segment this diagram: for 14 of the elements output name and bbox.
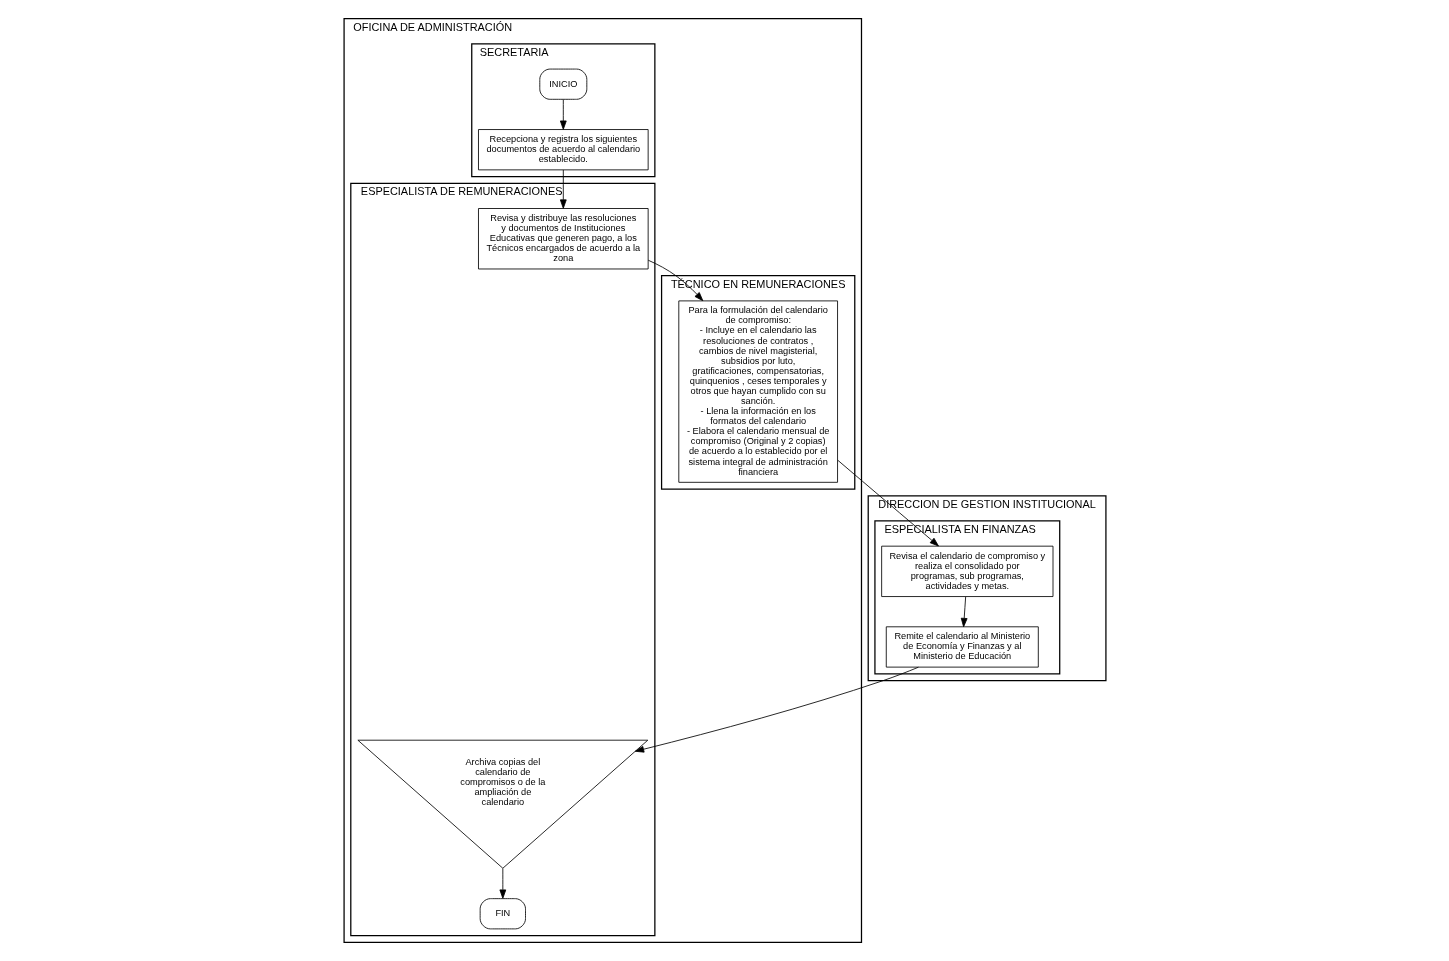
arrow: [634, 666, 919, 753]
node-box: Para la formulación del calendario de compromiso: - Incluye en el calendario las resoluciones de contratos , cambios de nivel magisterial, subsidios por luto, gratificaciones, compensatorias, quinquenios , ceses temporales y otros que hayan cumplido con su sanción. - Llena la información en los formatos del calendario - Elabora el calendario mensual de compromiso (Original y 2 copias) de acuerdo a lo establecido por el sistema integral de administración financiera: [677, 300, 838, 483]
arrow: [559, 169, 567, 209]
node-box: Remite el calendario al Ministerio de Economía y Finanzas y al Ministerio de Educación: [885, 626, 1039, 668]
node-box: Revisa y distribuye las resoluciones y documentos de Instituciones Educativas que generen pago, a los Técnicos encargados de acuerdo a la zona: [477, 208, 649, 270]
arrow: [647, 259, 703, 302]
arrow: [960, 596, 968, 628]
arrow: [559, 99, 567, 130]
node-box: Revisa el calendario de compromiso y realiza el consolidado por programas, sub programas, actividades y metas.: [880, 545, 1053, 597]
node-box: INICIO: [538, 68, 587, 100]
node-box: Recepciona y registra los siguientes documentos de acuerdo al calendario establecido.: [477, 129, 649, 171]
arrow: [836, 459, 939, 547]
arrow: [498, 868, 506, 899]
node-box: FIN: [479, 898, 526, 930]
